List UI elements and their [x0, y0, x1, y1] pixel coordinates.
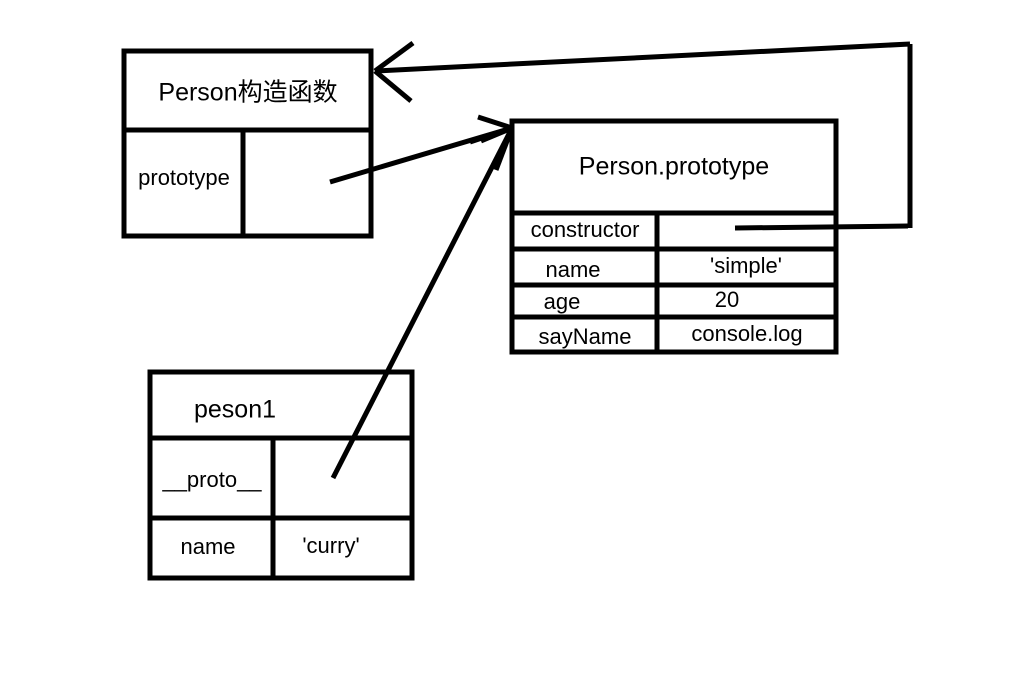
box-peson1-title: peson1 — [193, 395, 277, 424]
box-person-prototype-row-label-age: age — [543, 289, 581, 314]
box-person-prototype-row-label-constructor: constructor — [530, 217, 640, 242]
connection-constructor-to-person-constructor — [373, 40, 913, 231]
box-peson1 — [147, 369, 415, 581]
connection-proto-to-person-prototype — [330, 125, 515, 480]
arrowhead-person-constructor-barb-upper — [373, 40, 415, 74]
box-person-prototype-row-value-name: 'simple' — [710, 253, 782, 278]
connection-proto-line — [330, 126, 515, 480]
box-peson1-outline — [147, 369, 415, 581]
box-person-prototype-title: Person.prototype — [578, 152, 770, 181]
box-person-constructor — [121, 48, 374, 239]
box-person-constructor-row-label-prototype: prototype — [138, 165, 230, 190]
box-peson1-row-label-name: name — [180, 534, 236, 559]
arrowhead-person-constructor-barb-lower — [373, 69, 413, 103]
box-person-constructor-outline — [121, 48, 374, 239]
box-person-prototype-row-label-name: name — [545, 257, 601, 282]
box-person-prototype-row-value-sayname: console.log — [691, 321, 803, 346]
box-person-prototype-outline — [509, 118, 839, 355]
box-peson1-row-label-proto: __proto__ — [162, 467, 262, 492]
arrowhead-proto-barb-left — [469, 125, 513, 145]
box-person-constructor-title: Person构造函数 — [158, 78, 338, 107]
box-peson1-row-value-name: 'curry' — [302, 533, 360, 558]
arrowhead-proto-barb-down — [493, 127, 515, 171]
box-person-prototype-row-value-age: 20 — [714, 287, 740, 312]
connection-constructor-segment-diagonal — [374, 41, 911, 74]
box-person-prototype — [509, 118, 839, 355]
box-person-prototype-row-label-sayname: sayName — [538, 324, 632, 349]
arrowhead-person-prototype-barb-upper — [477, 114, 513, 131]
connection-constructor-segment-horizontal-lower — [734, 223, 909, 231]
